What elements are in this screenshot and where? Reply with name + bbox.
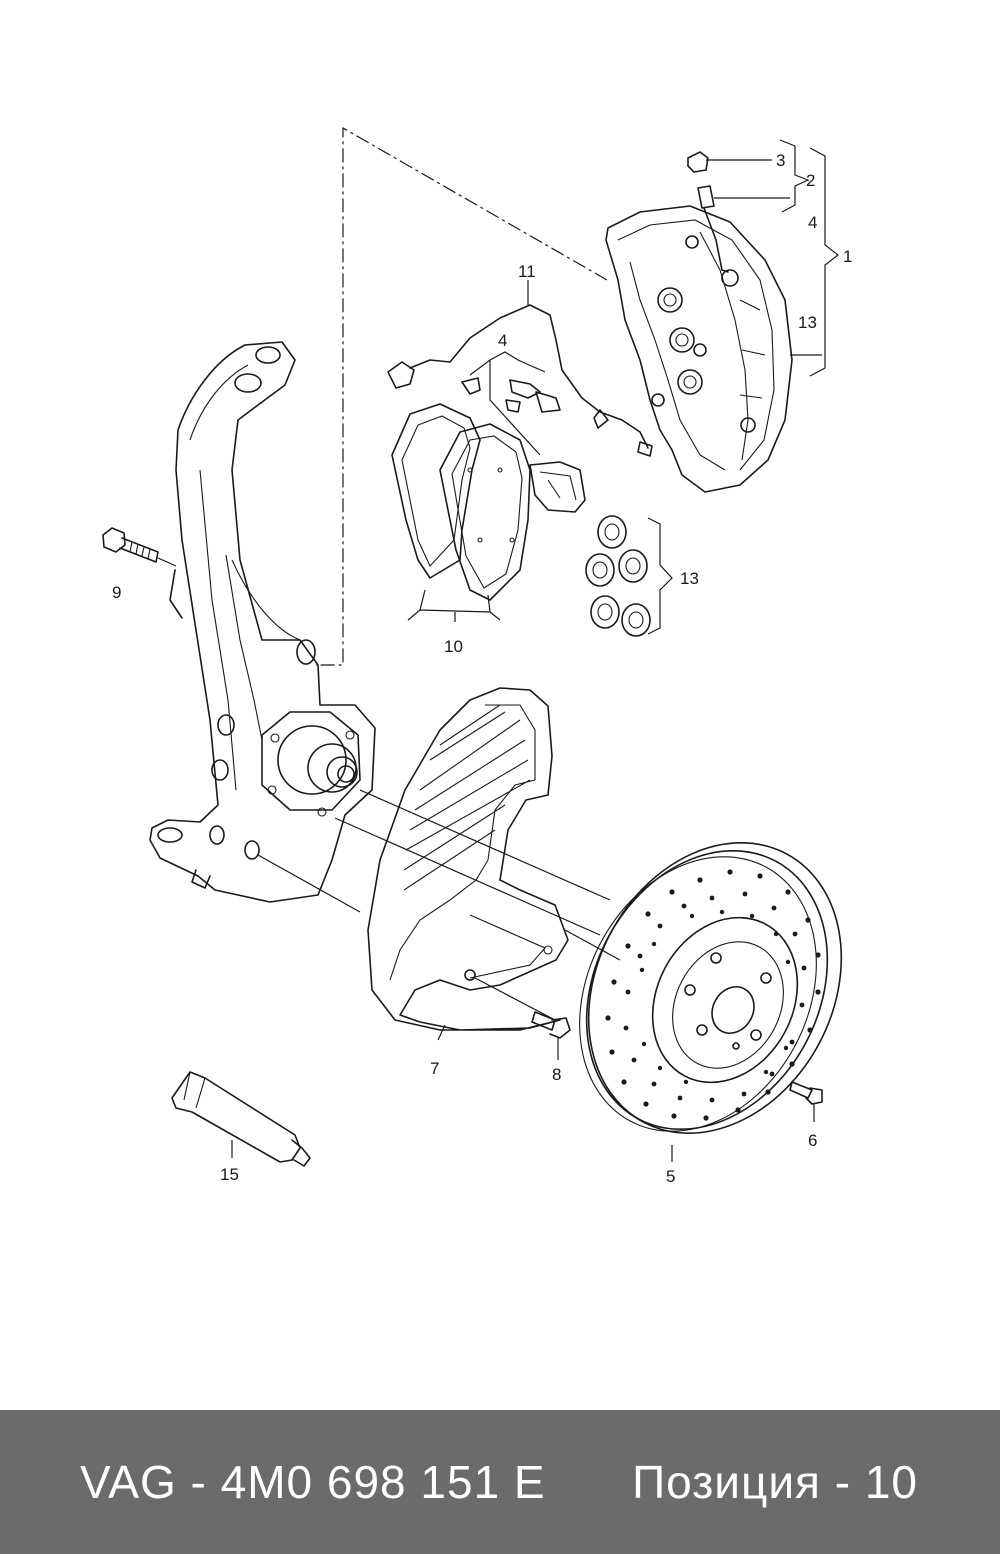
steering-knuckle <box>149 341 376 903</box>
exploded-brake-diagram: 1 2 3 4 4 5 6 7 8 9 10 11 13 13 15 <box>102 126 852 1186</box>
bracket-2 <box>779 139 810 213</box>
splash-shield-7 <box>367 687 621 1041</box>
reference-line <box>316 126 608 666</box>
callout-7: 7 <box>430 1059 439 1078</box>
brake-caliper <box>605 205 793 493</box>
bracket-1 <box>809 147 839 377</box>
callout-15: 15 <box>220 1165 239 1184</box>
callout-4a: 4 <box>808 213 817 232</box>
position-label: Позиция - 10 <box>632 1456 918 1508</box>
retaining-clips-4 <box>461 351 561 456</box>
brake-pads-10 <box>391 403 531 622</box>
pad-clip <box>529 461 586 513</box>
bleeder-cap-3 <box>687 151 772 173</box>
callout-13b: 13 <box>680 569 699 588</box>
callout-11: 11 <box>518 262 536 281</box>
piston-seals-13 <box>585 515 673 637</box>
callout-2: 2 <box>806 171 815 190</box>
callout-3: 3 <box>776 151 785 170</box>
callout-9: 9 <box>112 583 121 602</box>
callout-10: 10 <box>444 637 463 656</box>
callout-5: 5 <box>666 1167 675 1186</box>
callout-13a: 13 <box>798 313 817 332</box>
callout-8: 8 <box>552 1065 561 1084</box>
screw-6 <box>789 1081 823 1122</box>
wear-sensor-11 <box>387 280 653 457</box>
callout-6: 6 <box>808 1131 817 1150</box>
part-info-banner: VAG - 4M0 698 151 E Позиция - 10 <box>0 1410 1000 1554</box>
callout-1: 1 <box>843 247 852 266</box>
part-number: VAG - 4M0 698 151 E <box>80 1456 546 1508</box>
bolt-9 <box>102 527 177 567</box>
brake-disc-5 <box>579 842 843 1162</box>
bolt-8 <box>531 1011 571 1060</box>
bleeder-valve-2 <box>697 185 790 273</box>
callout-4b: 4 <box>498 331 507 350</box>
disc-drill-holes <box>605 869 821 1121</box>
grease-tube-15 <box>171 1071 311 1167</box>
